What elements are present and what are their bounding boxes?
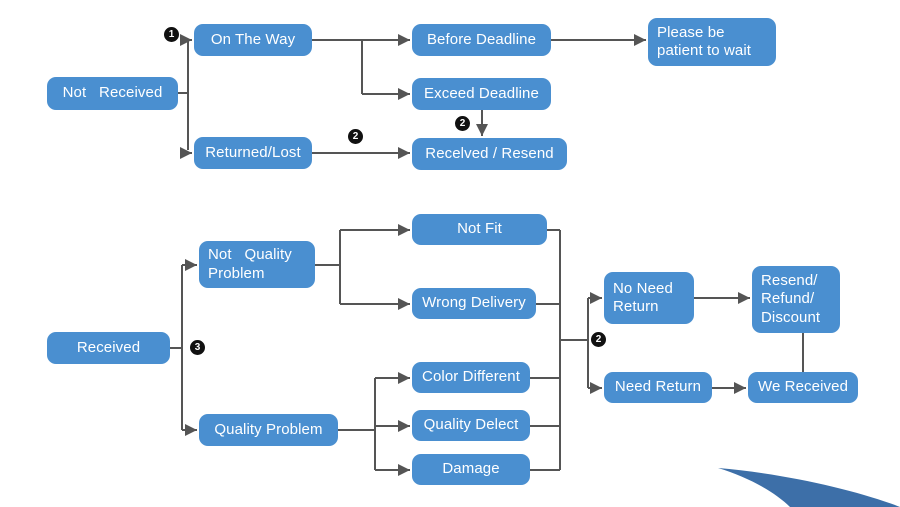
node-received-resend[interactable]: Recelved / Resend xyxy=(412,138,567,170)
node-received[interactable]: Received xyxy=(47,332,170,364)
step-badge-badge-1-branch: 1 xyxy=(164,27,179,42)
node-wrong-delivery[interactable]: Wrong Delivery xyxy=(412,288,536,319)
node-not-received[interactable]: Not Received xyxy=(47,77,178,110)
node-color-different[interactable]: Color Different xyxy=(412,362,530,393)
node-returned-lost[interactable]: Returned/Lost xyxy=(194,137,312,169)
node-no-need-return[interactable]: No Need Return xyxy=(604,272,694,324)
node-quality-delect[interactable]: Quality Delect xyxy=(412,410,530,441)
node-we-received[interactable]: We Received xyxy=(748,372,858,403)
node-quality-problem[interactable]: Quality Problem xyxy=(199,414,338,446)
node-before-deadline[interactable]: Before Deadline xyxy=(412,24,551,56)
step-badge-badge-2-exceed: 2 xyxy=(455,116,470,131)
node-exceed-deadline[interactable]: Exceed Deadline xyxy=(412,78,551,110)
node-damage[interactable]: Damage xyxy=(412,454,530,485)
node-resend-refund[interactable]: Resend/ Refund/ Discount xyxy=(752,266,840,333)
node-please-be-patient[interactable]: Please be patient to wait xyxy=(648,18,776,66)
step-badge-badge-2-returned: 2 xyxy=(348,129,363,144)
node-on-the-way[interactable]: On The Way xyxy=(194,24,312,56)
step-badge-badge-2-return-split: 2 xyxy=(591,332,606,347)
step-badge-badge-3-received: 3 xyxy=(190,340,205,355)
node-not-fit[interactable]: Not Fit xyxy=(412,214,547,245)
node-need-return[interactable]: Need Return xyxy=(604,372,712,403)
node-not-quality[interactable]: Not Quality Problem xyxy=(199,241,315,288)
